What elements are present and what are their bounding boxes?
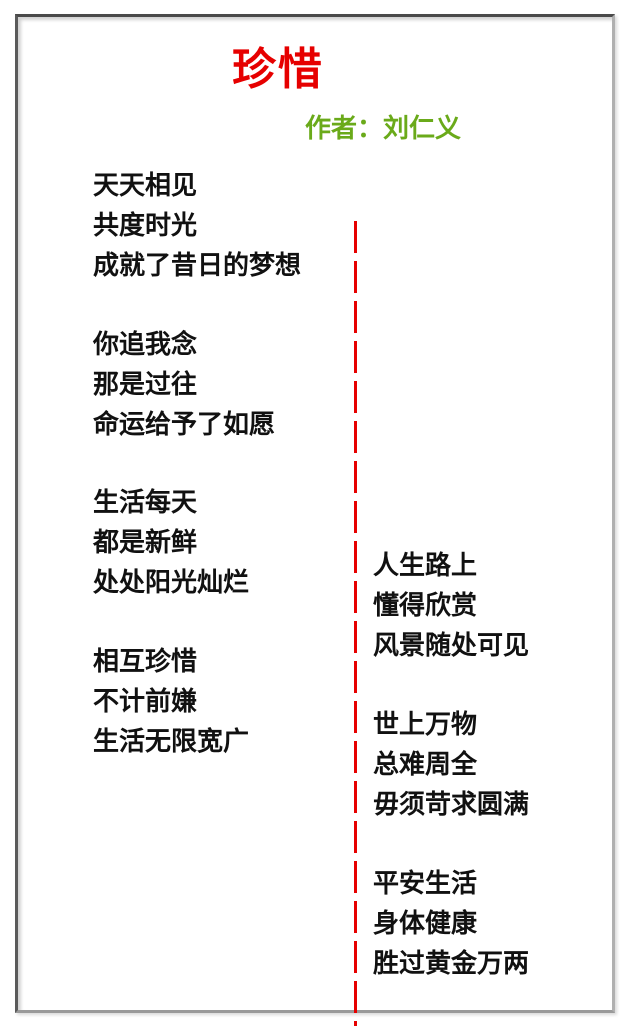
poem-frame bbox=[15, 14, 615, 1013]
poem-line: 都是新鲜 bbox=[93, 528, 198, 558]
poem-line: 胜过黄金万两 bbox=[373, 949, 530, 979]
poem-line: 平安生活 bbox=[373, 869, 478, 899]
poem-line: 懂得欣赏 bbox=[373, 591, 478, 621]
poem-line: 身体健康 bbox=[373, 909, 478, 939]
poem-line: 共度时光 bbox=[93, 211, 198, 241]
stanza-right-3: 平安生活 身体健康 胜过黄金万两 bbox=[373, 864, 529, 984]
poem-line: 成就了昔日的梦想 bbox=[93, 251, 302, 281]
poem-line: 那是过往 bbox=[93, 370, 198, 400]
poem-line: 命运给予了如愿 bbox=[93, 410, 276, 440]
poem-line: 人生路上 bbox=[373, 551, 478, 581]
poem-line: 毋须苛求圆满 bbox=[373, 790, 530, 820]
stanza-left-4: 相互珍惜 不计前嫌 生活无限宽广 bbox=[93, 642, 249, 762]
poem-line: 相互珍惜 bbox=[93, 647, 198, 677]
stanza-left-3: 生活每天 都是新鲜 处处阳光灿烂 bbox=[93, 483, 249, 603]
poem-line: 处处阳光灿烂 bbox=[93, 568, 250, 598]
poem-line: 世上万物 bbox=[373, 710, 478, 740]
poem-line: 你追我念 bbox=[93, 330, 198, 360]
stanza-left-1: 天天相见 共度时光 成就了昔日的梦想 bbox=[93, 166, 301, 286]
poem-line: 天天相见 bbox=[93, 171, 198, 201]
stanza-left-2: 你追我念 那是过往 命运给予了如愿 bbox=[93, 325, 275, 445]
poem-line: 生活无限宽广 bbox=[93, 727, 250, 757]
poem-title: 珍惜 bbox=[232, 44, 324, 95]
poem-line: 总难周全 bbox=[373, 750, 478, 780]
poem-line: 风景随处可见 bbox=[373, 631, 530, 661]
poem-author: 作者：刘仁义 bbox=[305, 114, 462, 144]
stanza-right-2: 世上万物 总难周全 毋须苛求圆满 bbox=[373, 705, 529, 825]
dashed-divider bbox=[354, 221, 357, 1026]
poem-line: 生活每天 bbox=[93, 488, 198, 518]
stanza-right-1: 人生路上 懂得欣赏 风景随处可见 bbox=[373, 546, 529, 666]
poem-line: 不计前嫌 bbox=[93, 687, 198, 717]
